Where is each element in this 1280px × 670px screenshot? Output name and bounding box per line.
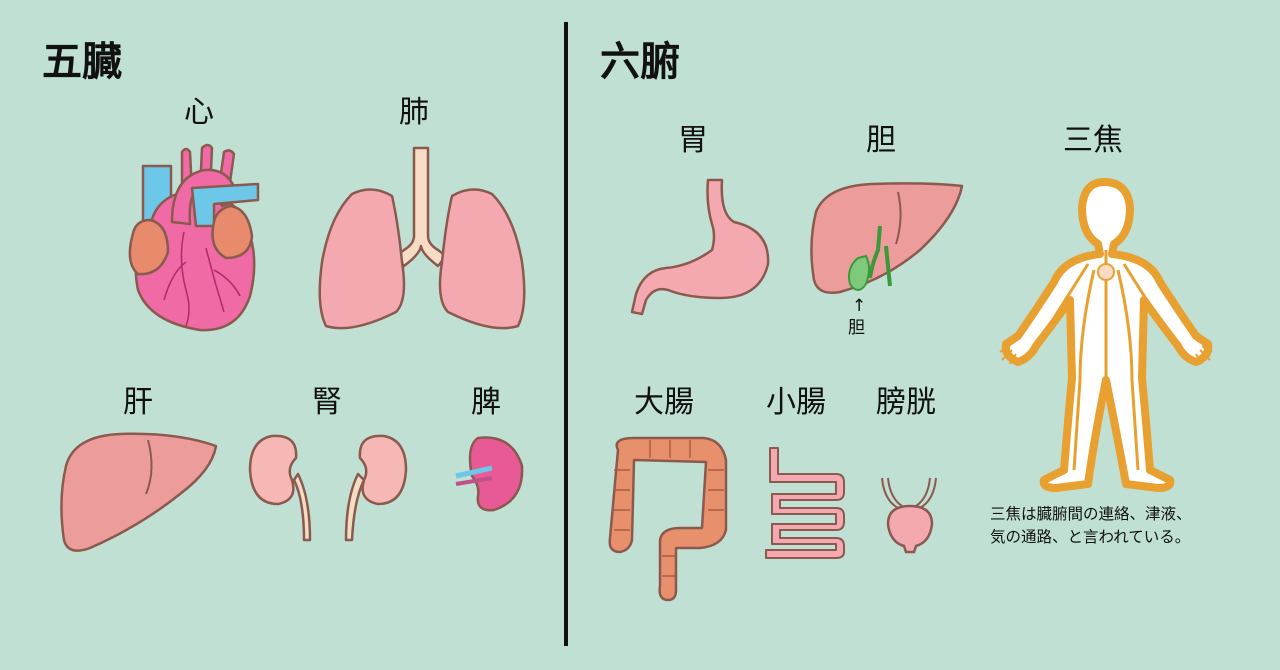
lungs-label: 肺 — [399, 95, 429, 130]
stomach-label: 胃 — [678, 123, 708, 158]
six-viscera-title: 六腑 — [600, 39, 680, 85]
section-divider — [564, 22, 568, 646]
triple-burner-note-line1: 三焦は臓腑間の連絡、津液、 — [990, 505, 1192, 523]
triple-burner-label: 三焦 — [1063, 123, 1123, 158]
five-organs-title: 五臓 — [42, 39, 122, 85]
gallbladder-arrow: ↑ — [852, 296, 867, 316]
gallbladder-pointer-label: 胆 — [848, 318, 865, 338]
gallbladder-label: 胆 — [866, 123, 896, 158]
small-intestine-label: 小腸 — [766, 385, 826, 420]
heart-label: 心 — [184, 95, 214, 130]
spleen-label: 脾 — [471, 385, 501, 420]
large-intestine-label: 大腸 — [634, 385, 694, 420]
bladder-label: 膀胱 — [876, 385, 936, 420]
kidney-label: 腎 — [312, 385, 342, 420]
liver-label: 肝 — [123, 385, 153, 420]
triple-burner-note-line2: 気の通路、と言われている。 — [990, 528, 1191, 546]
